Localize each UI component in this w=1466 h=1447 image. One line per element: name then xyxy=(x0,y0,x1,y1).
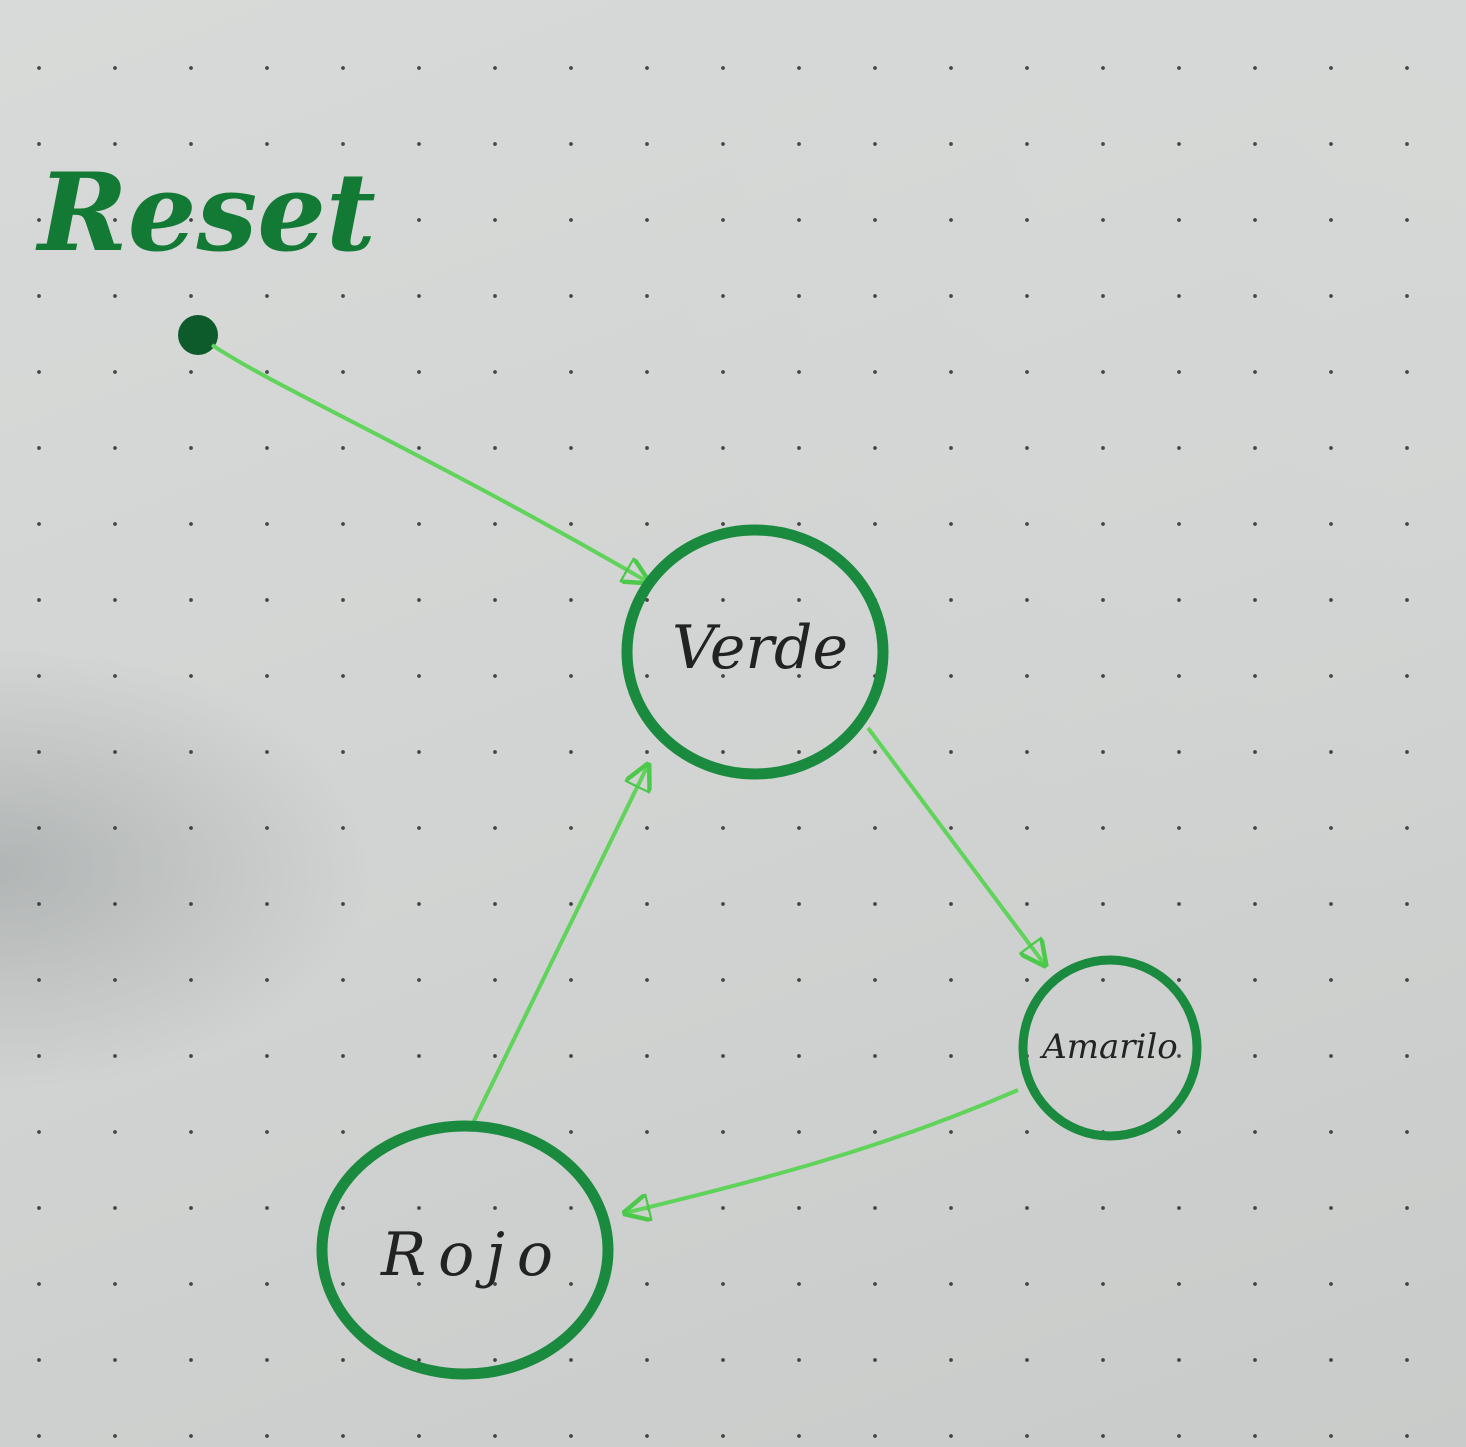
transition-initial-to-verde xyxy=(210,343,648,582)
state-amarillo: Amarilo xyxy=(1018,955,1202,1141)
transition-amarillo-to-rojo xyxy=(625,1088,1019,1213)
transition-verde-to-amarillo xyxy=(866,726,1045,965)
diagram-title: Reset xyxy=(35,150,376,276)
state-amarillo-label: Amarilo xyxy=(1039,1027,1178,1067)
state-rojo: Rojo xyxy=(316,1120,614,1380)
state-verde: Verde xyxy=(621,524,889,780)
state-verde-label: Verde xyxy=(672,613,848,683)
initial-state-dot xyxy=(178,315,218,355)
transition-rojo-to-verde xyxy=(470,765,648,1126)
state-amarillo-circle xyxy=(1018,955,1202,1141)
state-rojo-label: Rojo xyxy=(380,1220,565,1290)
state-rojo-circle xyxy=(316,1120,614,1380)
state-verde-circle xyxy=(621,524,889,780)
